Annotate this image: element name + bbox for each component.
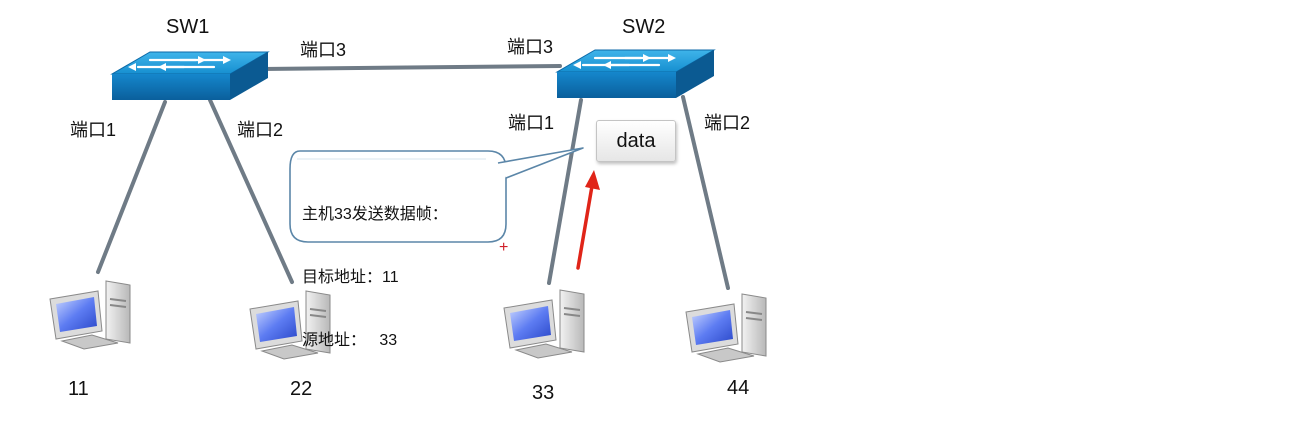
sw1-port2-label: 端口2: [237, 120, 284, 140]
callout-line-2: 目标地址：11: [302, 269, 399, 286]
callout-line-1: 主机33发送数据帧：: [302, 206, 448, 223]
computer-icon: [503, 289, 585, 359]
sw2-port3-label: 端口3: [507, 37, 554, 57]
callout-text: 主机33发送数据帧： 目标地址：11 源地址： 33: [302, 162, 448, 393]
switch-sw2: [555, 49, 716, 98]
data-frame-label: data: [616, 129, 656, 152]
cable-sw1-host11: [96, 100, 167, 274]
red-arrow-icon: [576, 170, 600, 270]
sw2-port2-label: 端口2: [704, 113, 751, 133]
host-44-label: 44: [727, 377, 750, 399]
data-frame-box: data: [596, 120, 676, 162]
switch-arrows-icon: [128, 56, 231, 71]
host-33-label: 33: [532, 382, 555, 404]
cable-sw1-sw2: [260, 64, 562, 71]
cable-sw1-host22: [208, 98, 294, 284]
sw1-port1-label: 端口1: [70, 120, 117, 140]
cables: [96, 64, 730, 290]
plus-marker: +: [499, 239, 509, 256]
computer-icon: [49, 280, 131, 350]
host-11-label: 11: [68, 378, 89, 400]
callout-bubble: [289, 147, 584, 243]
switch-sw2-name: SW2: [622, 16, 666, 38]
callout-line-3: 源地址： 33: [302, 332, 398, 349]
host-22-label: 22: [290, 378, 313, 400]
switch-arrows-icon: [573, 54, 676, 69]
sw2-port1-label: 端口1: [508, 113, 555, 133]
cable-sw2-host33: [547, 98, 583, 285]
cable-sw2-host44: [681, 95, 730, 290]
computer-icon: [685, 293, 767, 363]
switch-sw1: [110, 51, 270, 100]
computer-icon: [249, 290, 331, 360]
sw1-port3-label: 端口3: [300, 40, 347, 60]
switch-sw1-name: SW1: [166, 16, 210, 38]
